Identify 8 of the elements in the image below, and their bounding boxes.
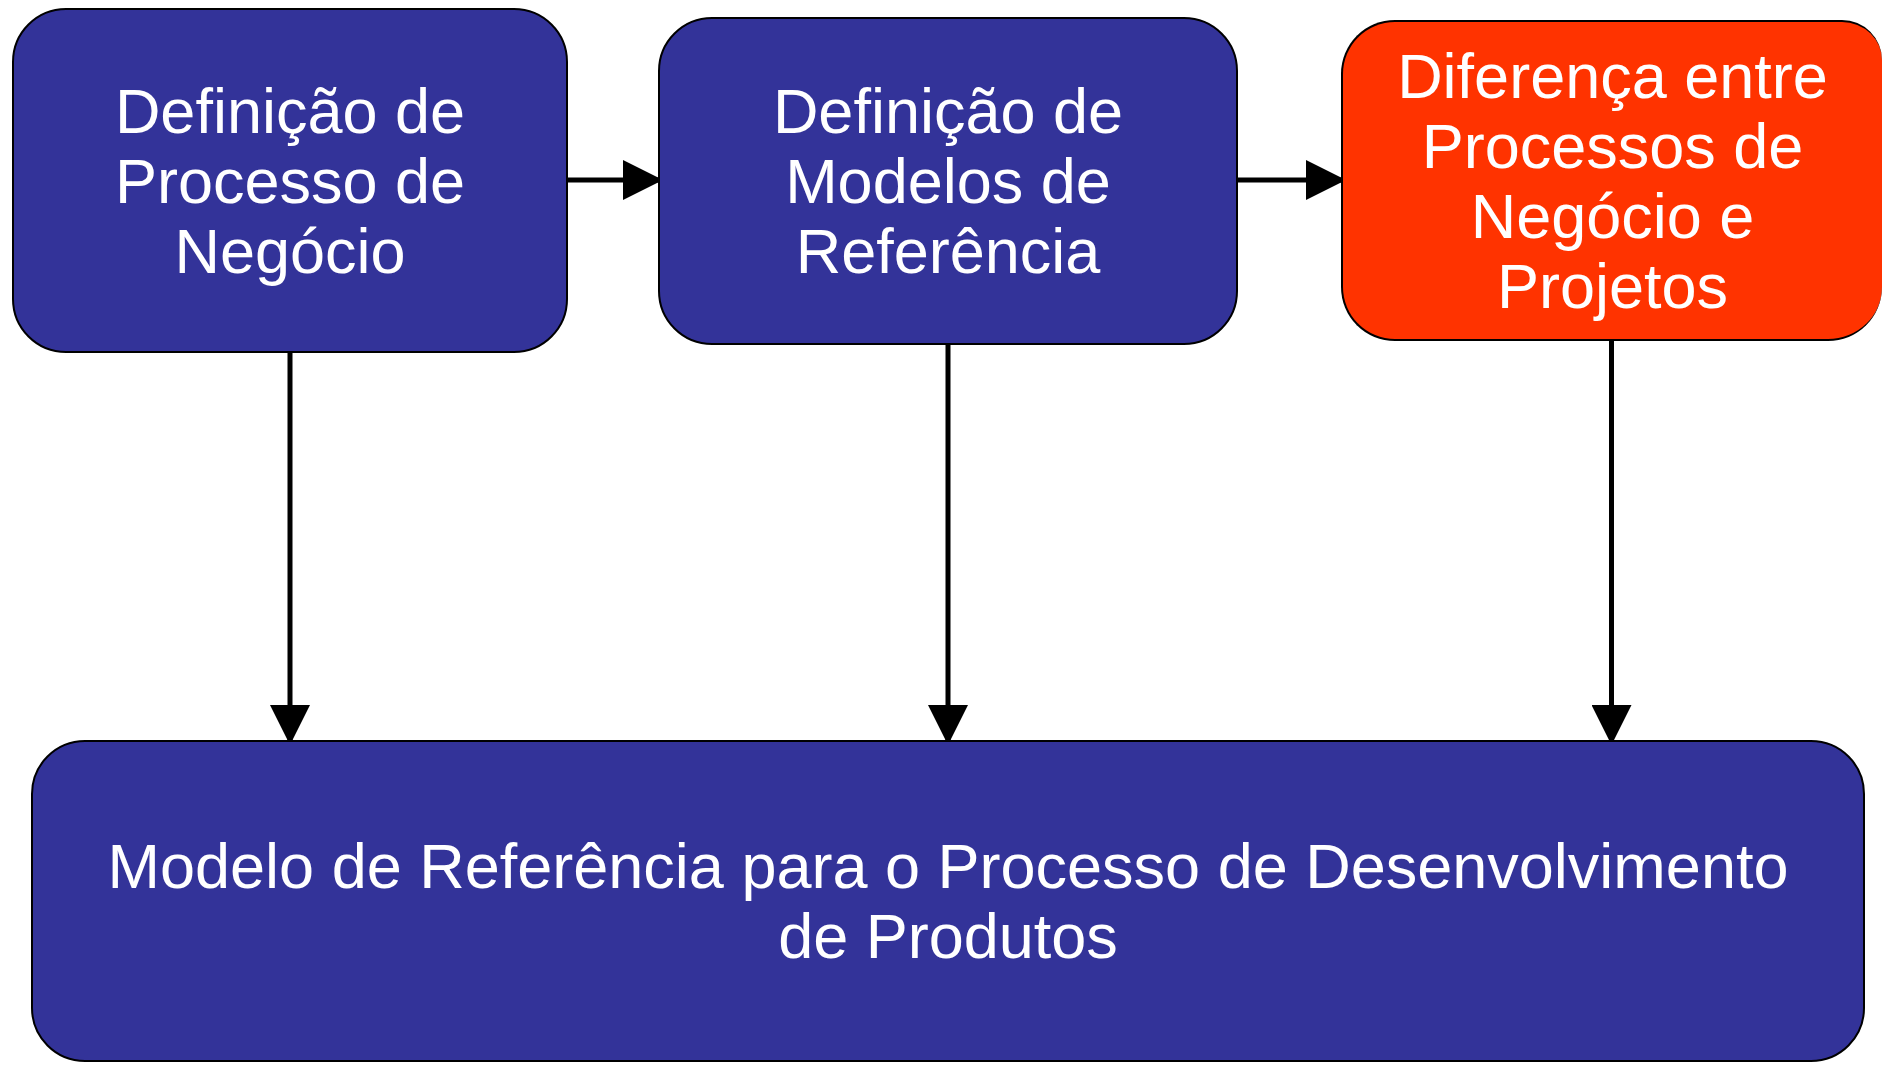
box-label: Definição de Modelos de Referência (771, 76, 1125, 286)
process-box (658, 17, 1238, 345)
box-label: Definição de Processo de Negócio (113, 75, 467, 286)
box-label: Modelo de Referência para o Processo de Desenvolvimento de Produtos (106, 831, 1790, 971)
process-box (31, 740, 1865, 1062)
process-box (1341, 20, 1882, 341)
process-box (12, 8, 568, 353)
box-label: Diferença entre Processos de Negócio e Projetos (1396, 40, 1829, 321)
